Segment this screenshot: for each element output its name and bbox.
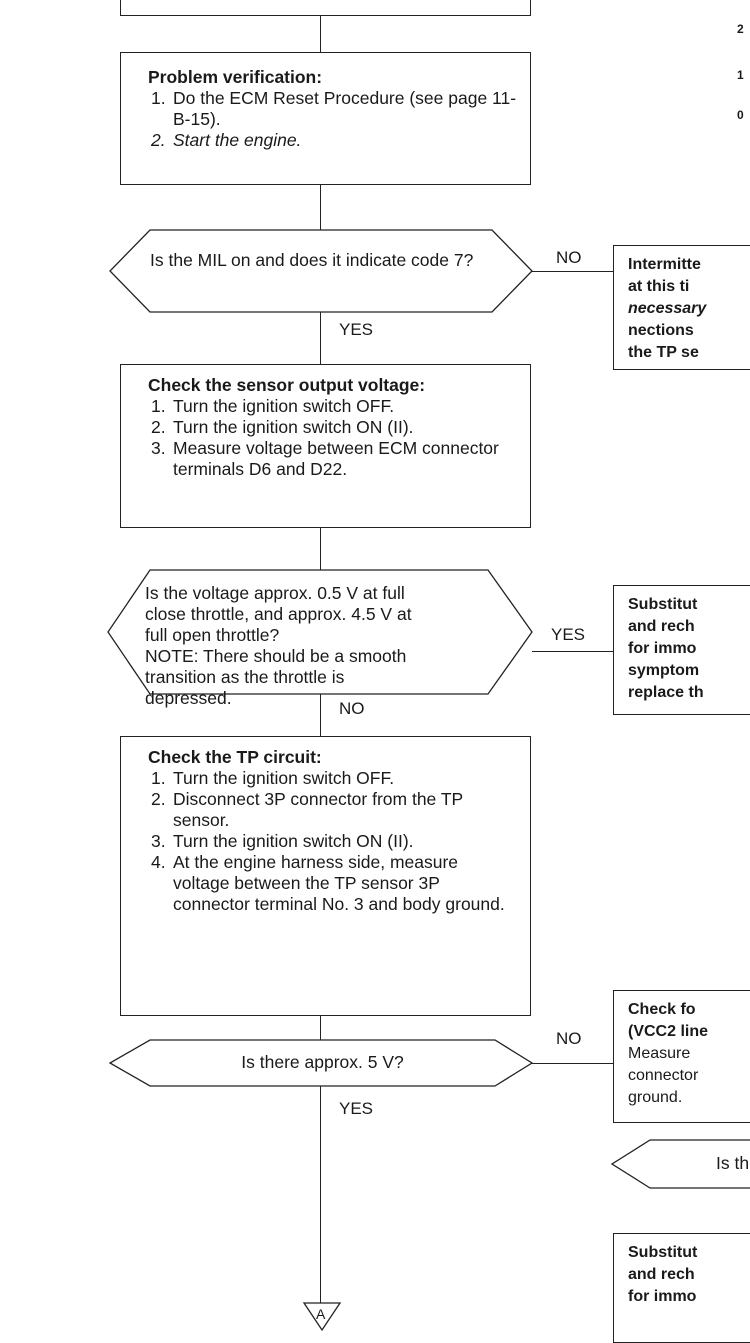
connector-line bbox=[320, 312, 321, 364]
connector-line bbox=[532, 651, 614, 652]
sensor-voltage-check-box: Check the sensor output voltage: 1.Turn … bbox=[120, 364, 531, 528]
connector-triangle bbox=[302, 1302, 342, 1332]
connector-line bbox=[320, 694, 321, 736]
tp-circuit-check-title: Check the TP circuit: bbox=[148, 747, 322, 767]
problem-verification-title: Problem verification: bbox=[148, 67, 323, 87]
check-for-box: Check fo (VCC2 line Measure connector gr… bbox=[613, 990, 750, 1123]
step: 1.Turn the ignition switch OFF. bbox=[151, 396, 395, 416]
connector-line bbox=[320, 16, 321, 52]
no-label: NO bbox=[556, 248, 582, 267]
previous-step-box bbox=[120, 0, 531, 16]
substitute-box: Substitut and rech for immo symptom repl… bbox=[613, 585, 750, 715]
connector-line bbox=[320, 1016, 321, 1040]
step: 3.Turn the ignition switch ON (II). bbox=[151, 831, 414, 851]
decision-hexagon-mil bbox=[109, 229, 533, 313]
graph-axis-label: 0 bbox=[737, 108, 744, 122]
decision-hexagon-5v bbox=[108, 1039, 534, 1087]
sensor-voltage-check-title: Check the sensor output voltage: bbox=[148, 375, 426, 395]
step: 2.Start the engine. bbox=[151, 130, 302, 150]
connector-line bbox=[532, 271, 614, 272]
graph-axis-label: 2 bbox=[737, 22, 744, 36]
step: 2.Disconnect 3P connector from the TP se… bbox=[151, 789, 463, 830]
step: 1.Do the ECM Reset Procedure (see page 1… bbox=[151, 88, 517, 129]
connector-label: A bbox=[316, 1306, 326, 1322]
connector-line bbox=[320, 1086, 321, 1303]
tp-circuit-check-box: Check the TP circuit: 1.Turn the ignitio… bbox=[120, 736, 531, 1016]
yes-label: YES bbox=[551, 625, 586, 644]
decision-hexagon-partial bbox=[610, 1139, 750, 1189]
question-5v-text: Is there approx. 5 V? bbox=[241, 1052, 404, 1072]
connector-line bbox=[320, 185, 321, 230]
question-voltage-text: Is the voltage approx. 0.5 V at full clo… bbox=[145, 583, 412, 708]
step: 1.Turn the ignition switch OFF. bbox=[151, 768, 395, 788]
yes-label: YES bbox=[339, 320, 374, 339]
no-label: NO bbox=[339, 699, 365, 718]
question-partial-text: Is th bbox=[716, 1153, 750, 1173]
step: 4.At the engine harness side, measure vo… bbox=[151, 852, 505, 914]
question-mil-text: Is the MIL on and does it indicate code … bbox=[150, 250, 474, 270]
yes-label: YES bbox=[339, 1099, 374, 1118]
connector-line bbox=[532, 1063, 614, 1064]
problem-verification-box: Problem verification: 1.Do the ECM Reset… bbox=[120, 52, 531, 185]
step: 2.Turn the ignition switch ON (II). bbox=[151, 417, 414, 437]
connector-line bbox=[320, 528, 321, 570]
step: 3.Measure voltage between ECM connector … bbox=[151, 438, 499, 479]
intermittent-box: Intermitte at this ti necessary nections… bbox=[613, 245, 750, 370]
graph-axis-label: 1 bbox=[737, 68, 744, 82]
no-label: NO bbox=[556, 1029, 582, 1048]
substitute-box: Substitut and rech for immo bbox=[613, 1233, 750, 1343]
decision-hexagon-voltage bbox=[107, 569, 533, 695]
